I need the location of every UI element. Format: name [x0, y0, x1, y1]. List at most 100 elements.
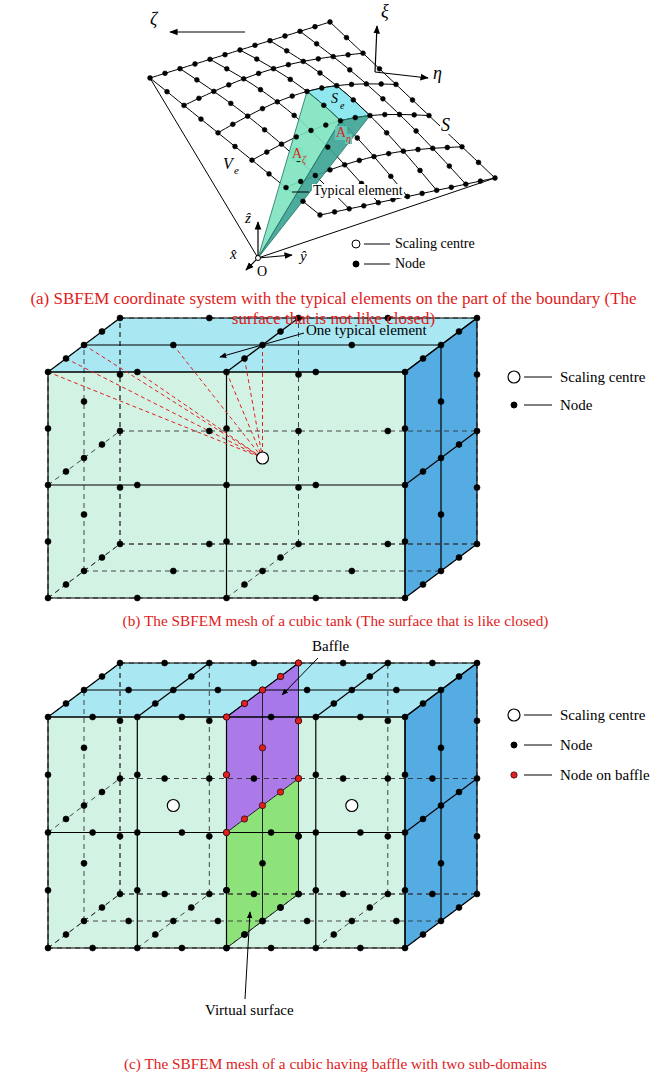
baffle-node [223, 714, 229, 720]
node-dot [313, 714, 319, 720]
node-dot [316, 56, 321, 61]
node-dot [474, 833, 480, 839]
axis-label: ẑ [245, 210, 251, 227]
node-dot [438, 399, 444, 405]
node-dot [90, 714, 96, 720]
node-dot [474, 315, 480, 321]
caption: (c) The SBFEM mesh of a cubic having baf… [2, 1055, 667, 1073]
node-dot [414, 129, 419, 134]
node-dot [45, 426, 51, 432]
node-dot [99, 329, 105, 335]
node-dot [349, 568, 355, 574]
node-dot [298, 179, 303, 184]
node-dot [260, 918, 266, 924]
node-dot [117, 428, 123, 434]
node-dot [260, 106, 265, 111]
node-dot [224, 595, 230, 601]
node-dot [325, 145, 330, 150]
node-dot [321, 103, 326, 108]
node-dot [420, 701, 426, 707]
node-dot [162, 891, 168, 897]
node-dot [63, 469, 69, 475]
node-dot [99, 442, 105, 448]
node-dot [208, 57, 213, 62]
node-dot [410, 98, 415, 103]
cube-mesh [45, 315, 480, 601]
node-dot [474, 776, 480, 782]
node-dot [290, 94, 295, 99]
node-dot [63, 816, 69, 822]
legend-samples [353, 261, 359, 267]
node-dot [99, 905, 105, 911]
node-dot [355, 136, 360, 141]
node-dot [81, 687, 87, 693]
node-dot [402, 714, 408, 720]
node-dot [45, 945, 51, 951]
node-dot [296, 718, 302, 724]
node-dot [199, 117, 204, 122]
node-dot [216, 130, 221, 135]
node-dot [242, 582, 248, 588]
node-dot [126, 918, 132, 924]
node-dot [357, 714, 363, 720]
node-dot [117, 891, 123, 897]
baffle-node [259, 802, 265, 808]
node-dot [474, 485, 480, 491]
node-dot [357, 830, 363, 836]
node-dot [99, 789, 105, 795]
node-dot [296, 485, 302, 491]
node-dot [402, 539, 408, 545]
node-dot [170, 342, 176, 348]
node-dot [63, 582, 69, 588]
node-dot [81, 745, 87, 751]
node-dot [357, 158, 362, 163]
leader-arrows [220, 333, 318, 999]
node-dot [45, 369, 51, 375]
node-dot [268, 714, 274, 720]
baffle-node [259, 745, 265, 751]
node-dot [250, 158, 255, 163]
node-dot [429, 776, 435, 782]
node-dot [434, 188, 439, 193]
axis-label: η [433, 64, 442, 84]
node-dot [296, 833, 302, 839]
node-dot [385, 718, 391, 724]
side-face [258, 92, 341, 259]
node-dot [420, 932, 426, 938]
front-face [48, 717, 405, 948]
node-dot [427, 113, 432, 118]
node-dot [284, 48, 289, 53]
node-dot [99, 674, 105, 680]
axis-label: ŷ [300, 248, 307, 265]
node-dot [45, 539, 51, 545]
ray-line [262, 345, 263, 458]
node-dot [238, 48, 243, 53]
origin-label: O [257, 264, 267, 279]
baffle-node [295, 718, 301, 724]
node-dot [81, 860, 87, 866]
axis-arrows [375, 72, 428, 78]
node-dot [224, 945, 230, 951]
node-dot [152, 701, 158, 707]
baffle-node [241, 816, 247, 822]
node-dot [331, 701, 337, 707]
node-dot [296, 541, 302, 547]
node-dot [260, 860, 266, 866]
node-dot [438, 918, 444, 924]
node-dot [242, 932, 248, 938]
node-dot [251, 660, 257, 666]
legend-samples [524, 715, 552, 716]
node-dot [304, 687, 310, 693]
node-dot [456, 329, 462, 335]
node-dot [319, 86, 324, 91]
node-dot [445, 145, 450, 150]
ray-line [173, 345, 262, 458]
node-dot [376, 200, 381, 205]
node-dot [332, 210, 337, 215]
node-dot [197, 96, 202, 101]
legend-text: Scaling centre [560, 369, 645, 386]
node-dot [230, 122, 235, 127]
cone-lines [150, 78, 258, 258]
legend-samples [364, 244, 390, 245]
callout-label: Baffle [312, 638, 349, 655]
